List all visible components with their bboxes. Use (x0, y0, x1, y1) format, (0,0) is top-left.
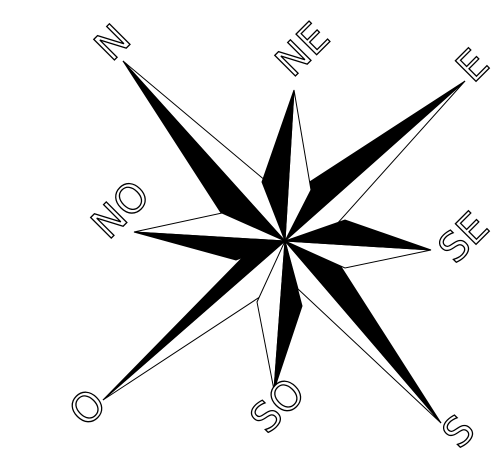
label-no: NO (83, 172, 159, 248)
label-se: SE (430, 204, 498, 272)
label-ne: NE (267, 14, 339, 86)
label-o: O (61, 381, 116, 436)
label-so: SO (242, 370, 315, 443)
point-s-black (285, 241, 441, 423)
point-e-black (285, 81, 465, 241)
label-e: E (448, 41, 498, 91)
point-o-black (103, 241, 285, 400)
label-s: S (434, 407, 484, 451)
label-n: N (86, 16, 140, 70)
